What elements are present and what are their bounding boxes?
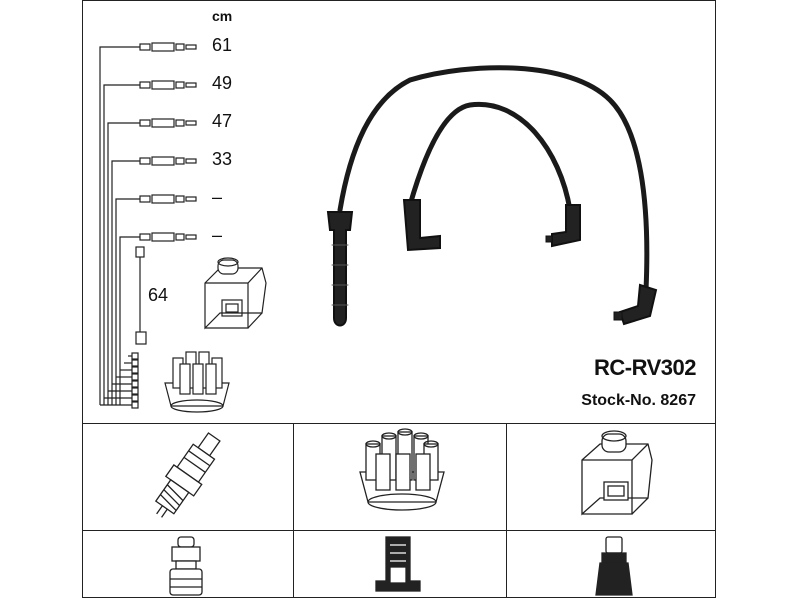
distributor-cap-icon: [164, 351, 230, 413]
divider-horizontal-lower: [82, 530, 716, 531]
divider-horizontal-upper: [82, 423, 716, 424]
coil-terminal-icon: [595, 536, 633, 596]
length-label-1: 61: [212, 35, 233, 55]
unit-label: cm: [212, 8, 233, 24]
length-label-2: 49: [212, 73, 233, 93]
distributor-cap-large-icon: [359, 428, 445, 511]
ignition-coil-large-icon: [581, 430, 653, 516]
length-label-5: –: [212, 187, 223, 207]
length-label-6: –: [212, 225, 223, 245]
length-label-4: 33: [212, 149, 233, 169]
wiring-schematic-icon: [99, 42, 197, 409]
plug-terminal-icon: [169, 536, 203, 596]
coil-lead-length-label: 64: [148, 285, 169, 305]
ignition-cable-set-icon: [326, 65, 658, 327]
divider-vertical-right: [506, 423, 507, 598]
ignition-coil-icon: [204, 257, 267, 330]
cap-terminal-icon: [375, 536, 421, 592]
part-number: RC-RV302: [594, 355, 696, 380]
diagram-frame: [82, 0, 716, 598]
divider-vertical-left: [293, 423, 294, 598]
stock-number: Stock-No. 8267: [581, 392, 696, 409]
length-label-3: 47: [212, 111, 233, 131]
spark-plug-icon: [154, 432, 221, 518]
